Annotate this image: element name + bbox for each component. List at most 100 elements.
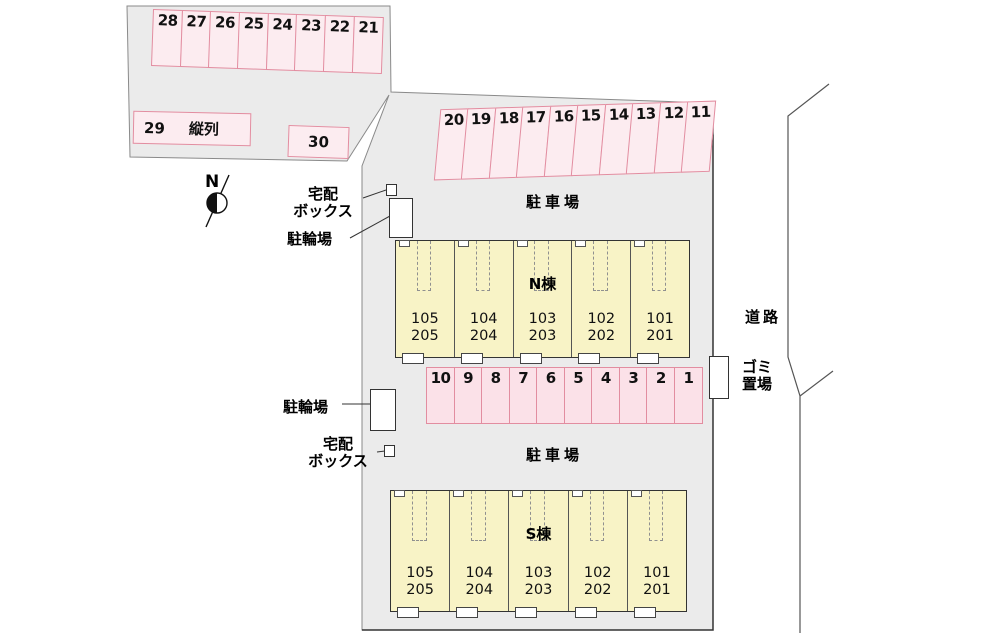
stall-number: 10 xyxy=(430,369,451,387)
stair-dashed-outline xyxy=(471,491,486,541)
unit-number-first: 104 xyxy=(469,311,498,327)
tandem-label: 縦列 xyxy=(188,119,220,139)
unit-numbers: 103 203 xyxy=(514,311,572,357)
north-arrow-half xyxy=(207,193,217,213)
unit-n-104-204: 104 204 xyxy=(455,240,514,364)
stall-29-tandem: 29 縦列 xyxy=(132,110,252,147)
stall-30: 30 xyxy=(287,124,350,160)
unit-number-second: 205 xyxy=(411,328,439,344)
stair-dashed-outline xyxy=(416,241,432,291)
building-s-units: 105 205 104 204 103 203 xyxy=(391,490,686,618)
building-s-name: S棟 xyxy=(525,525,552,543)
meter-box xyxy=(516,240,528,247)
unit-n-102-202: 102 202 xyxy=(572,240,632,364)
label-parking-lot-bottom: 駐車場 xyxy=(526,446,584,464)
bicycle-parking-bottom xyxy=(370,389,396,431)
stair-dashed-outline xyxy=(651,241,667,291)
stall-number: 8 xyxy=(490,369,501,387)
stall-21: 21 xyxy=(351,16,384,75)
label-line: ボックス xyxy=(308,452,368,470)
stall-number: 27 xyxy=(186,12,207,31)
north-arrow: N xyxy=(205,172,230,228)
unit-number-second: 204 xyxy=(469,328,498,344)
entrance-porch xyxy=(633,607,656,618)
stall-number: 2 xyxy=(655,369,666,387)
entrance-porch xyxy=(574,607,597,618)
stall-number: 4 xyxy=(600,369,611,387)
stall-number: 12 xyxy=(663,103,684,123)
stall-number: 6 xyxy=(545,369,556,387)
leader-lines xyxy=(342,189,391,453)
stall-3: 3 xyxy=(618,367,648,424)
road-boundary-lines xyxy=(787,83,834,633)
stall-number: 24 xyxy=(272,15,293,34)
stall-8: 8 xyxy=(481,367,511,424)
unit-s-101-201: 101 201 xyxy=(628,490,686,618)
unit-s-105-205: 105 205 xyxy=(391,490,451,618)
unit-number-first: 105 xyxy=(411,311,439,327)
label-line: ボックス xyxy=(293,202,353,220)
entrance-porch xyxy=(397,607,419,618)
unit-number-first: 101 xyxy=(643,565,671,581)
label-road: 道路 xyxy=(745,308,782,326)
unit-numbers: 104 204 xyxy=(455,311,513,357)
north-arrow-letter: N xyxy=(205,172,219,192)
unit-number-second: 205 xyxy=(406,582,434,598)
stair-dashed-outline xyxy=(589,491,605,541)
stall-22: 22 xyxy=(323,15,356,74)
label-line: 宅配 xyxy=(307,185,338,203)
label-bicycle-parking-top: 駐輪場 xyxy=(287,230,333,248)
stall-number: 14 xyxy=(608,105,629,124)
building-s: S棟 105 205 104 204 xyxy=(390,490,687,618)
stair-dashed-outline xyxy=(534,241,549,291)
parking-row-20-11: 20 19 18 17 16 15 14 13 12 11 xyxy=(433,100,717,181)
stall-number: 23 xyxy=(300,16,322,35)
stall-24: 24 xyxy=(265,13,298,72)
stall-number: 19 xyxy=(471,109,492,129)
label-line: ゴミ xyxy=(742,358,773,376)
entrance-porch xyxy=(456,607,479,618)
stall-number: 7 xyxy=(518,369,529,387)
unit-numbers: 104 204 xyxy=(450,565,508,611)
unit-number-first: 105 xyxy=(406,565,434,581)
parking-row-10-1: 10 9 8 7 6 5 4 3 2 1 xyxy=(426,367,703,424)
stall-number: 5 xyxy=(573,369,584,387)
label-bicycle-parking-bottom: 駐輪場 xyxy=(283,398,329,416)
stair-dashed-outline xyxy=(411,491,427,541)
meter-box xyxy=(571,490,583,497)
stall-number: 17 xyxy=(525,107,547,127)
stall-23: 23 xyxy=(294,14,327,73)
entrance-porch xyxy=(402,353,424,364)
stall-number: 18 xyxy=(498,108,519,128)
stall-25: 25 xyxy=(237,12,270,71)
stall-number: 25 xyxy=(243,14,264,33)
bicycle-parking-top xyxy=(389,198,413,238)
unit-number-first: 103 xyxy=(528,311,557,327)
unit-n-105-205: 105 205 xyxy=(396,240,455,364)
unit-number-first: 101 xyxy=(646,311,674,327)
building-n: N棟 105 205 104 204 xyxy=(395,240,690,364)
unit-n-103-203: 103 203 xyxy=(514,240,573,364)
stall-6: 6 xyxy=(536,367,566,424)
meter-box xyxy=(512,490,524,497)
stair-dashed-outline xyxy=(648,491,664,541)
unit-number-second: 202 xyxy=(583,582,612,598)
stall-number: 16 xyxy=(553,107,574,126)
unit-number-first: 102 xyxy=(587,311,616,327)
parking-row-28-21: 28 27 26 25 24 23 22 21 xyxy=(151,9,384,75)
unit-number-second: 201 xyxy=(646,328,674,344)
stall-4: 4 xyxy=(591,367,621,424)
stall-27: 27 xyxy=(179,10,212,69)
stall-number: 9 xyxy=(463,369,474,387)
delivery-box-bottom xyxy=(384,445,395,457)
label-garbage-area: ゴミ 置場 xyxy=(742,359,772,393)
stall-number: 29 xyxy=(143,118,166,137)
label-line: 宅配 xyxy=(322,435,353,453)
unit-number-second: 203 xyxy=(524,582,553,598)
stall-number: 26 xyxy=(214,13,236,32)
meter-box xyxy=(394,490,405,497)
unit-number-first: 104 xyxy=(465,565,494,581)
stall-number: 1 xyxy=(683,369,694,387)
stall-number: 28 xyxy=(157,11,178,30)
